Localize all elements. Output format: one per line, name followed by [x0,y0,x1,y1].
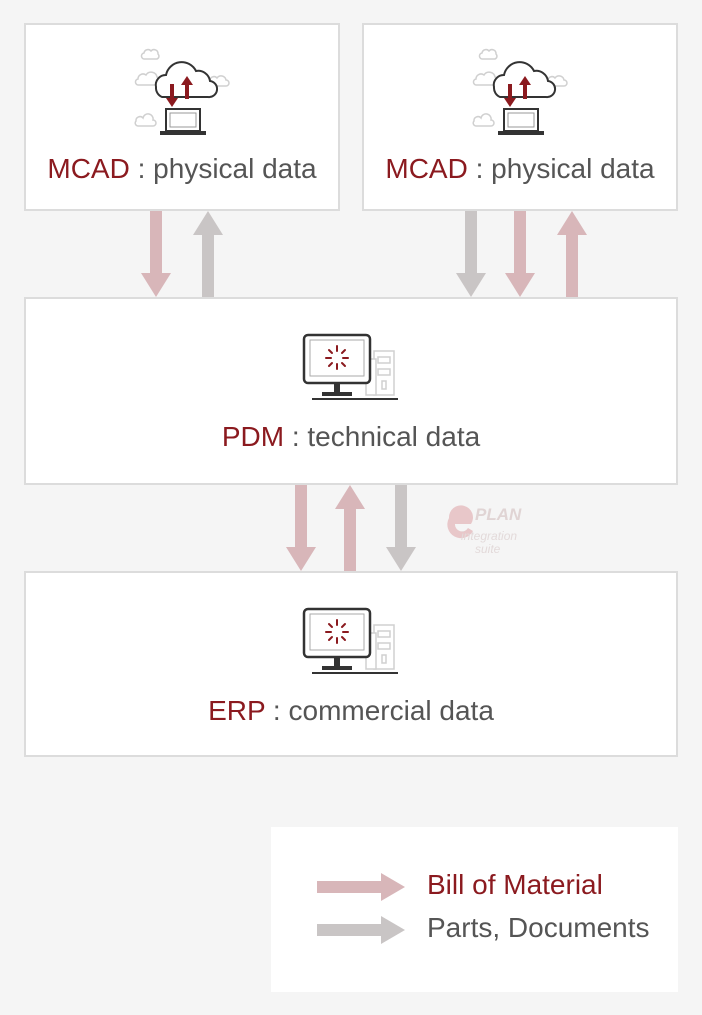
node-separator: : [129,153,154,184]
legend-item-bom: Bill of Material [271,867,678,907]
parts-arrow-down [456,211,486,297]
node-separator: : [284,421,308,452]
logo-brand: PLAN [475,505,522,524]
node-desc: physical data [153,153,317,184]
node-separator: : [467,153,492,184]
bom-arrow-down [141,211,171,297]
bom-arrow-down [505,211,535,297]
node-desc: commercial data [288,695,494,726]
node-desc: technical data [307,421,481,452]
legend-label-parts: Parts, Documents [427,912,650,943]
cloud-laptop-icon [134,48,230,135]
mcad-left-label: MCAD : physical data [26,153,338,185]
bom-arrow-down [286,485,316,571]
parts-arrow-down [386,485,416,571]
node-key: MCAD [385,153,468,184]
node-key: MCAD [47,153,130,184]
eplan-logo: PLAN integration suite [447,505,522,556]
parts-arrow-swatch [317,916,405,944]
computer-icon [302,607,398,674]
mcad-right-label: MCAD : physical data [364,153,676,185]
pdm-node: PDM : technical data [24,297,678,485]
parts-arrow-up [193,211,223,297]
logo-line1: integration [461,529,517,543]
bom-arrow-swatch [317,873,405,901]
mcad-left-node: MCAD : physical data [24,23,340,211]
bom-arrow-up [557,211,587,297]
erp-label: ERP : commercial data [26,695,676,727]
legend: Bill of Material Parts, Documents [271,827,678,992]
erp-node: ERP : commercial data [24,571,678,757]
logo-line2: suite [475,542,501,556]
node-separator: : [265,695,289,726]
mcad-right-node: MCAD : physical data [362,23,678,211]
bom-arrow-up [335,485,365,571]
node-key: PDM [221,421,285,452]
pdm-label: PDM : technical data [26,421,676,453]
legend-item-parts: Parts, Documents [271,910,678,950]
cloud-laptop-icon [472,48,568,135]
node-desc: physical data [491,153,655,184]
legend-label-bom: Bill of Material [427,869,603,900]
computer-icon [302,333,398,400]
node-key: ERP [208,695,266,726]
